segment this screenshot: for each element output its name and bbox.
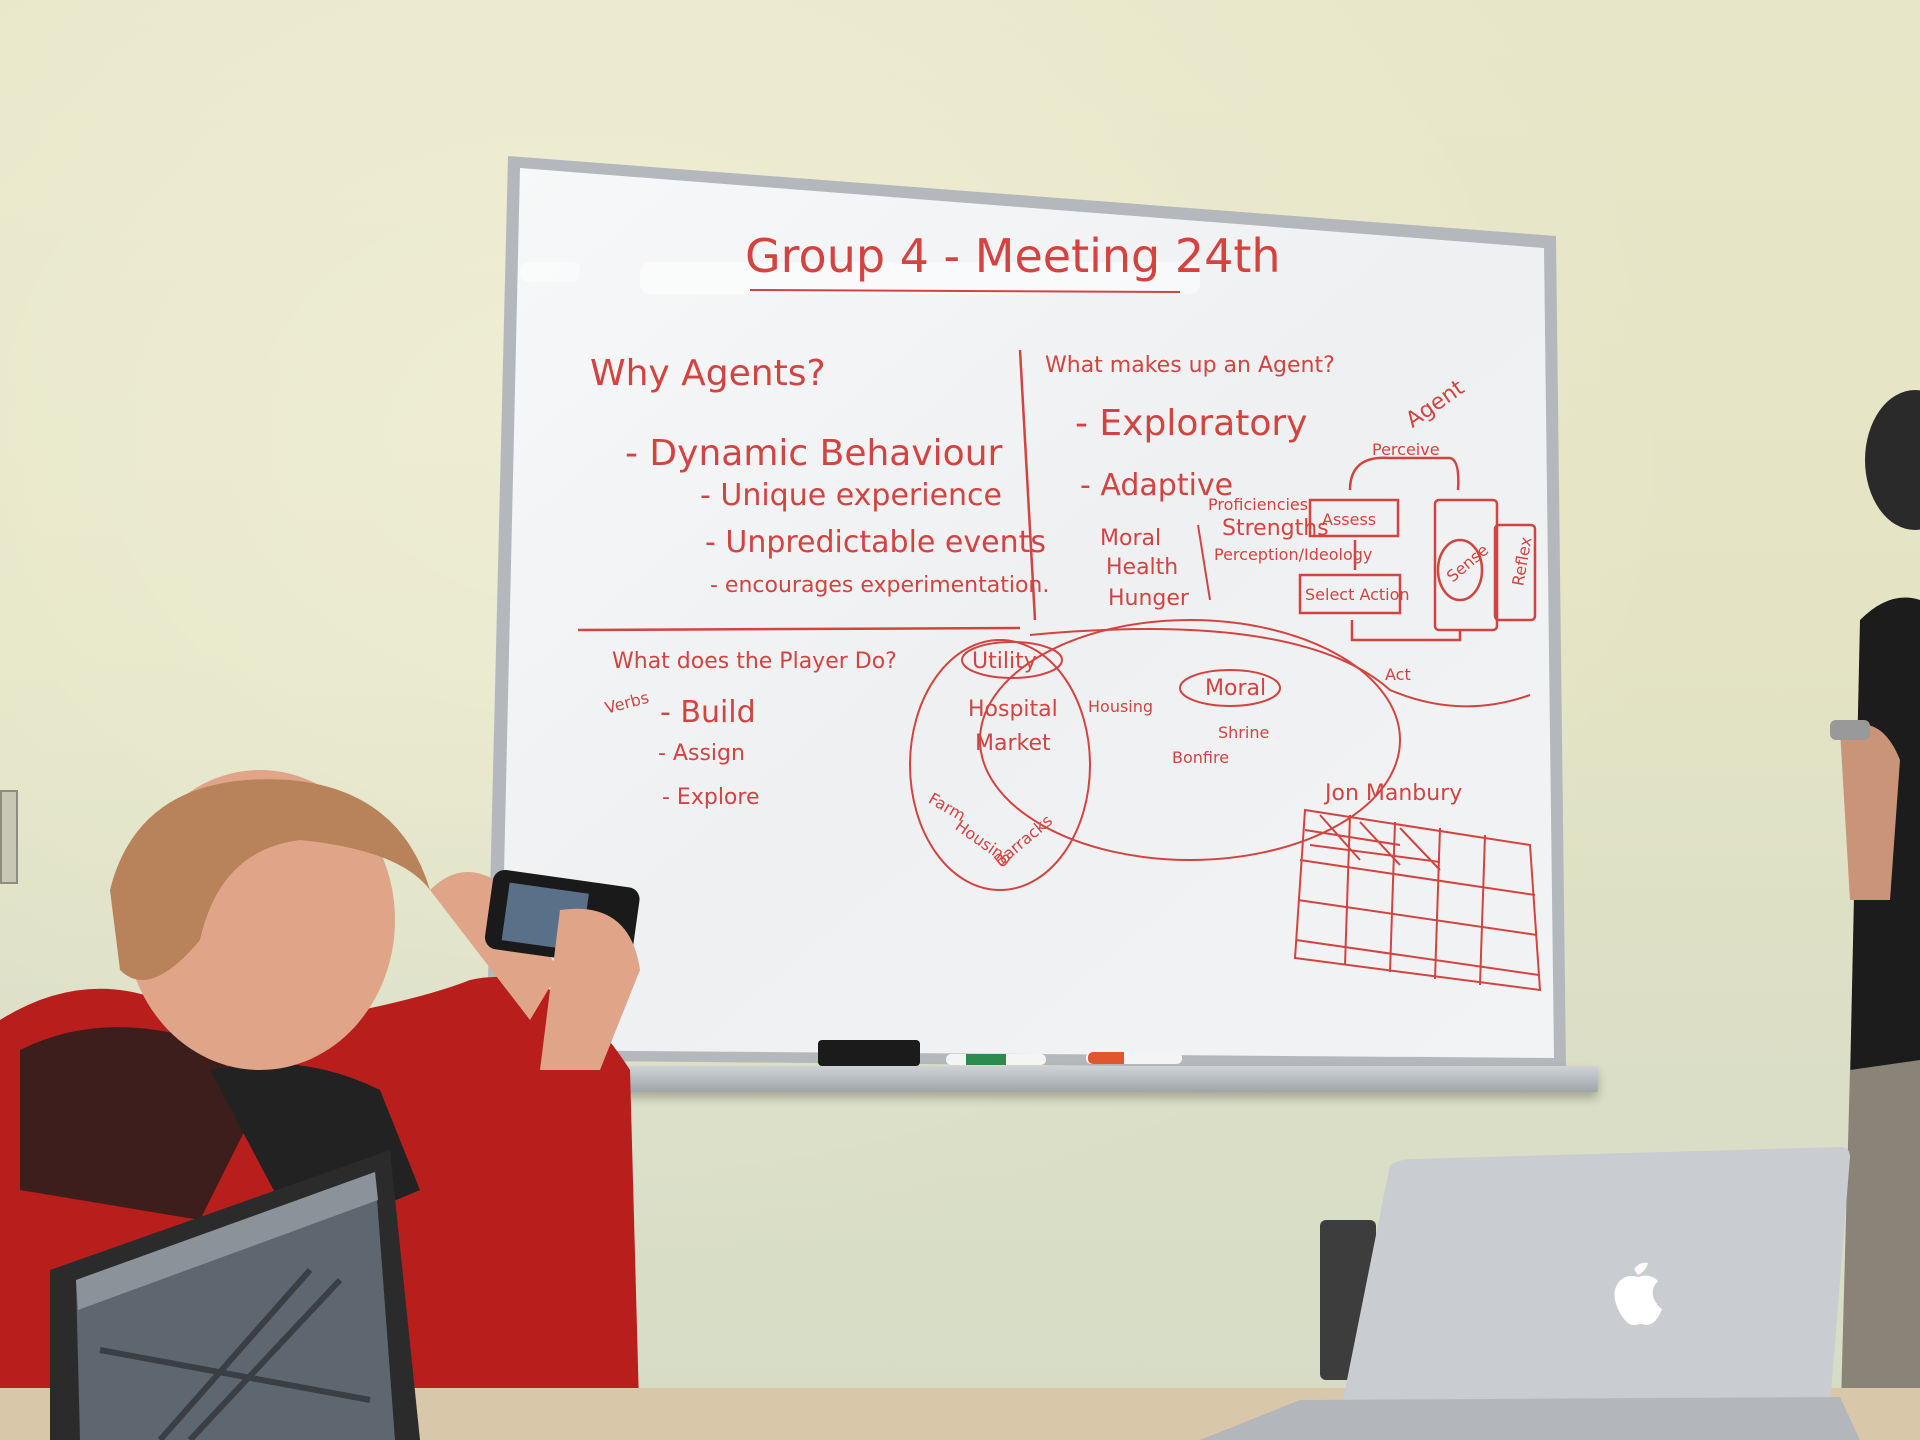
player-verb: - Assign: [658, 741, 745, 766]
makeup-item: - Exploratory: [1075, 403, 1307, 444]
makeup-item: - Adaptive: [1080, 468, 1233, 503]
moral-label: Moral: [1205, 676, 1266, 701]
red-marker: [1086, 1052, 1182, 1064]
makeup-stat: Health: [1106, 555, 1178, 580]
venn-center: Housing: [1088, 697, 1153, 716]
makeup-stat: Hunger: [1108, 586, 1190, 611]
makeup-attr: Proficiencies: [1208, 495, 1308, 514]
grid-sketch: [1293, 808, 1542, 992]
why-subpoint: - Unpredictable events: [705, 525, 1046, 560]
moral-item: Shrine: [1218, 723, 1269, 742]
player-heading: What does the Player Do?: [612, 649, 897, 674]
player-verb: - Explore: [662, 785, 760, 810]
act-label: Act: [1385, 665, 1411, 684]
whiteboard-tray: [612, 1066, 1598, 1092]
apple-logo-icon: [1614, 1262, 1662, 1326]
utility-item: Market: [975, 731, 1051, 756]
eraser: [818, 1040, 920, 1066]
phone: [1830, 720, 1870, 740]
utility-label: Utility: [972, 649, 1037, 674]
board-title: Group 4 - Meeting 24th: [745, 229, 1281, 283]
light-switch: [0, 790, 18, 884]
why-subpoint: - encourages experimentation.: [710, 573, 1049, 598]
perceive-label: Perceive: [1372, 440, 1440, 459]
utility-item: Hospital: [968, 697, 1058, 722]
board-divider-vertical: [1018, 349, 1037, 621]
assess-label: Assess: [1322, 510, 1376, 529]
laptop-left: [50, 1150, 420, 1440]
green-marker: [946, 1054, 1046, 1065]
moral-item: Bonfire: [1172, 748, 1229, 767]
agent-loop-diagram: [1298, 456, 1537, 642]
makeup-heading: What makes up an Agent?: [1045, 353, 1335, 378]
board-divider-horizontal: [577, 626, 1021, 632]
grid-label: Jon Manbury: [1323, 781, 1462, 806]
laptop-screen: [76, 1172, 395, 1440]
laptop-right: [1200, 1147, 1860, 1440]
dynamic-behaviour: - Dynamic Behaviour: [625, 433, 1003, 474]
hair: [110, 779, 430, 980]
venn-diagram: [909, 619, 1531, 891]
whiteboard-surface: [500, 168, 1554, 1058]
makeup-stat: Moral: [1100, 526, 1161, 551]
title-underline: [749, 289, 1181, 293]
person-right: [1830, 390, 1920, 1440]
player-verb: - Build: [660, 695, 756, 730]
select-action-label: Select Action: [1305, 585, 1410, 604]
why-subpoint: - Unique experience: [700, 478, 1002, 513]
makeup-attr: Perception/Ideology: [1214, 545, 1372, 564]
why-agents-heading: Why Agents?: [590, 353, 826, 394]
